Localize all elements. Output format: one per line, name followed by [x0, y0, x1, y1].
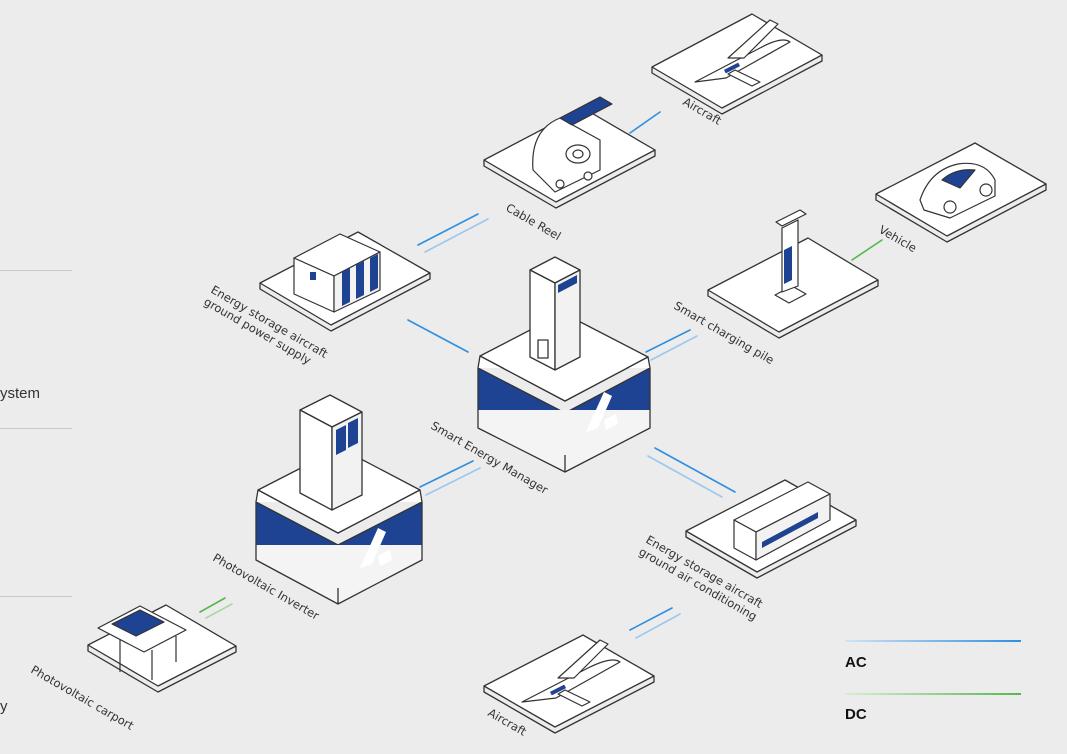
ac-link-aircraft-top — [629, 111, 661, 134]
dc-link-carport — [199, 597, 233, 619]
vehicle-icon — [919, 162, 996, 219]
smart-energy-manager-block — [477, 256, 651, 473]
label-vehicle: Vehicle — [877, 222, 920, 255]
ac-link-storage-gps — [407, 319, 469, 353]
left-fragment-text-1: ystem — [0, 385, 41, 402]
carport-icon — [97, 605, 187, 680]
legend-ac-line — [845, 640, 1021, 642]
aircraft-top-icon — [694, 19, 791, 87]
left-divider-2 — [0, 428, 72, 429]
charging-pile-icon — [774, 209, 807, 304]
ac-link-storage-gac — [647, 447, 736, 498]
cable-reel-icon — [532, 96, 613, 193]
legend-dc-line — [845, 693, 1021, 695]
left-divider-3 — [0, 596, 72, 597]
label-aircraft-bottom: Aircraft — [486, 705, 530, 738]
ac-link-cable-reel — [417, 213, 489, 253]
storage-gps-icon — [293, 233, 381, 313]
legend-dc-label: DC — [845, 706, 867, 723]
legend-ac-label: AC — [845, 654, 867, 671]
storage-gac-icon — [733, 481, 831, 561]
aircraft-bottom-icon — [521, 639, 621, 707]
ac-link-inverter — [419, 460, 481, 496]
dc-link-vehicle — [851, 239, 883, 261]
ac-link-aircraft-bottom — [629, 607, 681, 639]
label-photovoltaic-carport: Photovoltaic carport — [29, 662, 137, 732]
left-fragment-text-2: y — [0, 698, 8, 715]
photovoltaic-inverter-block — [255, 394, 423, 605]
ac-link-charging-pile — [645, 329, 698, 361]
left-divider-1 — [0, 270, 72, 271]
